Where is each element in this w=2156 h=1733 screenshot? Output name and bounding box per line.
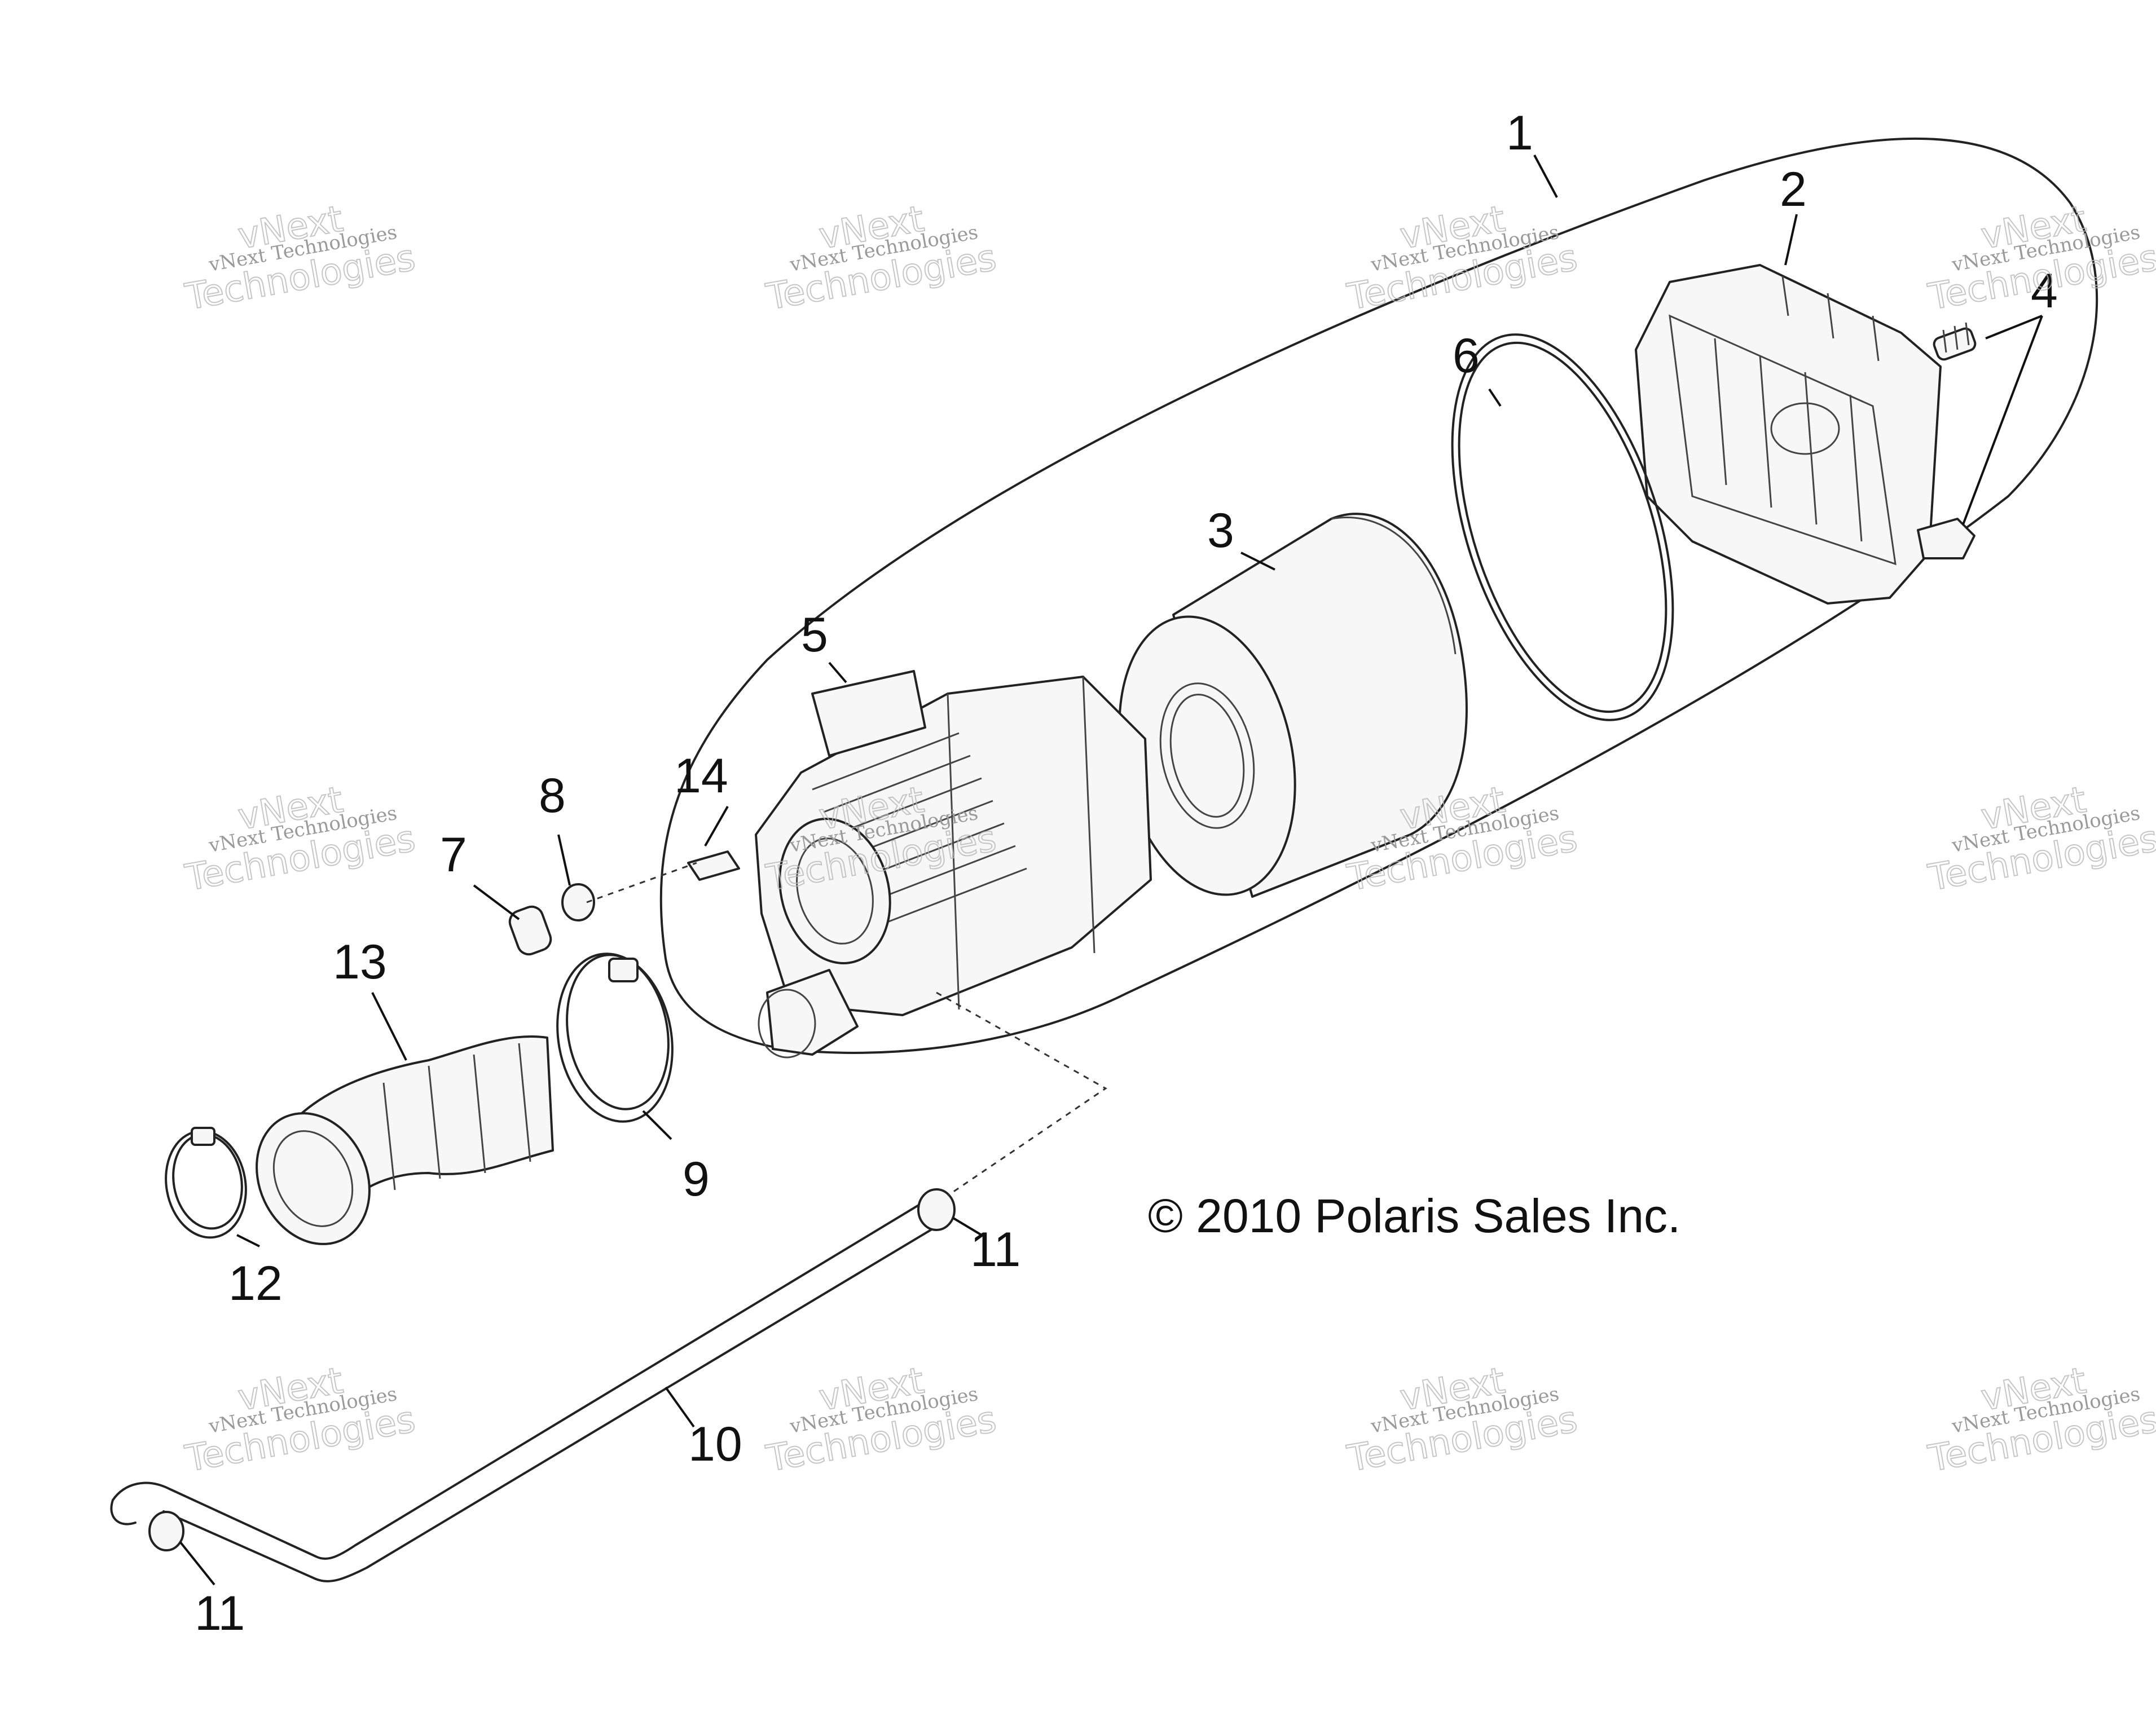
callout-13: 13 xyxy=(333,935,387,989)
intake-boot xyxy=(256,1035,554,1245)
drain-hose xyxy=(110,1200,926,1560)
plug xyxy=(508,905,552,956)
callout-8: 8 xyxy=(539,769,566,823)
callout-10: 10 xyxy=(688,1417,742,1471)
callout-5: 5 xyxy=(801,608,828,662)
callout-11-lower: 11 xyxy=(195,1586,245,1641)
callout-7: 7 xyxy=(440,828,467,882)
callout-6: 6 xyxy=(1453,329,1480,383)
watermark-grid: vNext vNext Technologies Technologies vN… xyxy=(182,197,2156,1480)
callout-1: 1 xyxy=(1506,106,1533,160)
leader-lines xyxy=(179,155,2043,1586)
drain-fitting xyxy=(687,850,740,881)
cover-seal-ring xyxy=(1451,333,1674,721)
boot-clamp xyxy=(165,1127,247,1239)
callout-11-upper: 11 xyxy=(970,1223,1020,1277)
callout-4: 4 xyxy=(2031,264,2058,318)
large-hose-clamp xyxy=(556,953,674,1123)
routing-line-lower xyxy=(936,991,1107,1197)
callout-2: 2 xyxy=(1780,162,1807,217)
callout-14: 14 xyxy=(674,749,728,803)
routing-line-upper xyxy=(586,862,697,903)
air-filter xyxy=(1118,513,1468,898)
air-box-housing xyxy=(755,670,1152,1059)
callout-3: 3 xyxy=(1207,504,1234,558)
cover-latches xyxy=(1917,322,1977,559)
cover-seal-ring-inner xyxy=(1458,341,1667,713)
hose-clamp-upper xyxy=(917,1188,956,1231)
air-box-cover xyxy=(1635,264,1942,605)
copyright-notice: © 2010 Polaris Sales Inc. xyxy=(1148,1189,1680,1242)
small-clamp xyxy=(561,883,595,921)
assembly-outline xyxy=(659,137,2098,1054)
callout-9: 9 xyxy=(683,1152,710,1206)
callout-12: 12 xyxy=(228,1256,283,1311)
drain-hose-edge xyxy=(162,1225,938,1582)
hose-clamp-lower xyxy=(148,1511,184,1551)
